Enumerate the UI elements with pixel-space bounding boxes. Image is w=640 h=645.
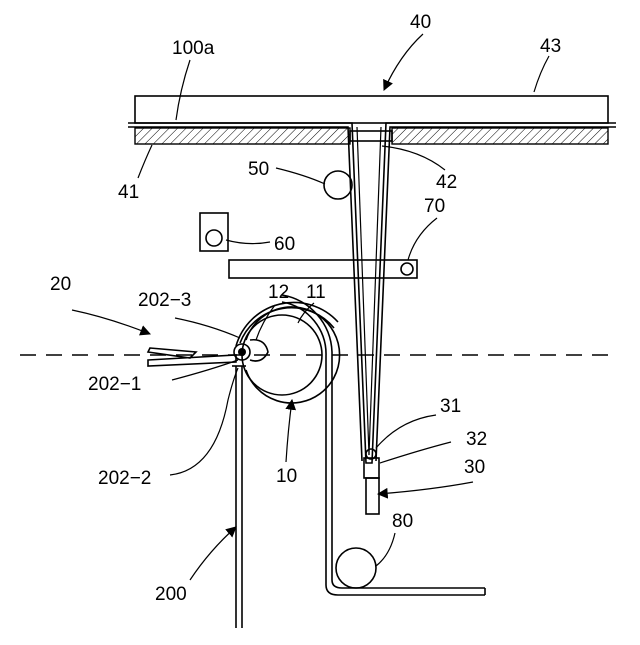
- label-202-1: 202−1: [88, 374, 141, 395]
- label-41: 41: [118, 182, 139, 203]
- sensor-60: [200, 213, 228, 251]
- label-20: 20: [50, 274, 71, 295]
- bar-70: [229, 260, 417, 278]
- label-42: 42: [436, 172, 457, 193]
- label-11: 11: [306, 282, 326, 303]
- label-80: 80: [392, 511, 413, 532]
- label-60: 60: [274, 234, 295, 255]
- label-70: 70: [424, 196, 445, 217]
- label-202-3: 202−3: [138, 290, 191, 311]
- sheet-100a: [128, 123, 616, 463]
- gripper-20: [148, 348, 236, 366]
- roller-50: [324, 171, 352, 199]
- label-202-2: 202−2: [98, 468, 151, 489]
- label-200: 200: [155, 584, 187, 605]
- label-32: 32: [466, 429, 487, 450]
- top-plate-43: [135, 96, 608, 123]
- label-50: 50: [248, 159, 269, 180]
- label-12: 12: [268, 282, 289, 303]
- hatched-band-41-right: [392, 128, 608, 144]
- weight-30: [364, 449, 379, 514]
- hatched-band-41-left: [135, 128, 350, 144]
- label-31: 31: [440, 396, 461, 417]
- label-100a: 100a: [172, 38, 215, 59]
- label-43: 43: [540, 36, 561, 57]
- drum-10: [236, 302, 340, 403]
- label-10: 10: [276, 466, 297, 487]
- label-40: 40: [410, 12, 431, 33]
- roller-80: [336, 548, 376, 588]
- sheet-path: [282, 295, 485, 595]
- label-30: 30: [464, 457, 485, 478]
- clip-202: [234, 340, 268, 361]
- sheet-200: [232, 366, 246, 628]
